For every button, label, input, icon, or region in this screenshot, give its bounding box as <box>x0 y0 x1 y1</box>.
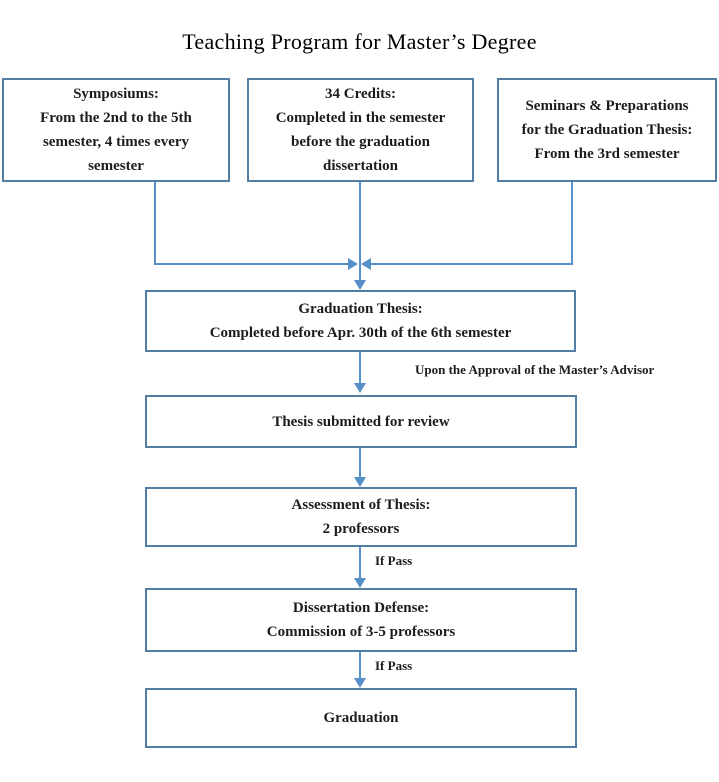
arrowhead-down-icon <box>354 678 366 688</box>
arrowhead-down-icon <box>354 280 366 290</box>
box-text-line: for the Graduation Thesis: <box>521 122 693 138</box>
seminars-connector-vline <box>571 182 573 265</box>
box-text-line: 34 Credits: <box>325 86 396 102</box>
symposiums-box: Symposiums: From the 2nd to the 5th seme… <box>2 78 230 182</box>
arrowhead-left-icon <box>361 258 371 270</box>
arrowhead-down-icon <box>354 578 366 588</box>
symposiums-connector-hline <box>154 263 348 265</box>
graduation-thesis-box: Graduation Thesis: Completed before Apr.… <box>145 290 576 352</box>
box-text-line: Graduation <box>323 710 399 726</box>
box-text-line: Completed before Apr. 30th of the 6th se… <box>209 325 512 341</box>
arrowhead-down-icon <box>354 383 366 393</box>
assessment-to-defense-vline <box>359 547 361 578</box>
box-text-line: dissertation <box>323 158 398 174</box>
thesis-review-box: Thesis submitted for review <box>145 395 577 448</box>
box-text-line: Seminars & Preparations <box>525 98 689 114</box>
defense-box: Dissertation Defense: Commission of 3-5 … <box>145 588 577 652</box>
symposiums-connector-vline <box>154 182 156 265</box>
seminars-box: Seminars & Preparations for the Graduati… <box>497 78 717 182</box>
box-text-line: Dissertation Defense: <box>292 600 430 616</box>
box-text-line: Commission of 3-5 professors <box>266 624 456 640</box>
credits-connector-vline <box>359 182 361 280</box>
if-pass-edge-label: If Pass <box>375 553 413 568</box>
arrowhead-right-icon <box>348 258 358 270</box>
graduation-box: Graduation <box>145 688 577 748</box>
box-text-line: Symposiums: <box>73 86 159 102</box>
box-text-line: Thesis submitted for review <box>272 413 450 430</box>
box-text-line: Completed in the semester <box>275 110 446 126</box>
box-text-line: semester <box>88 158 144 174</box>
arrowhead-down-icon <box>354 477 366 487</box>
box-text-line: From the 3rd semester <box>534 146 680 162</box>
defense-to-graduation-vline <box>359 652 361 678</box>
seminars-connector-hline <box>371 263 573 265</box>
review-to-assessment-vline <box>359 448 361 477</box>
box-text-line: semester, 4 times every <box>42 134 190 150</box>
credits-box: 34 Credits: Completed in the semester be… <box>247 78 474 182</box>
if-pass-edge-label: If Pass <box>375 658 413 673</box>
box-text-line: Assessment of Thesis: <box>291 497 431 513</box>
assessment-box: Assessment of Thesis: 2 professors <box>145 487 577 547</box>
approval-edge-label: Upon the Approval of the Master’s Adviso… <box>415 362 655 377</box>
box-text-line: Graduation Thesis: <box>298 301 423 317</box>
box-text-line: From the 2nd to the 5th <box>40 110 192 126</box>
thesis-to-review-vline <box>359 352 361 383</box>
box-text-line: before the graduation <box>291 134 430 150</box>
box-text-line: 2 professors <box>322 521 400 537</box>
diagram-title: Teaching Program for Master’s Degree <box>182 29 537 54</box>
